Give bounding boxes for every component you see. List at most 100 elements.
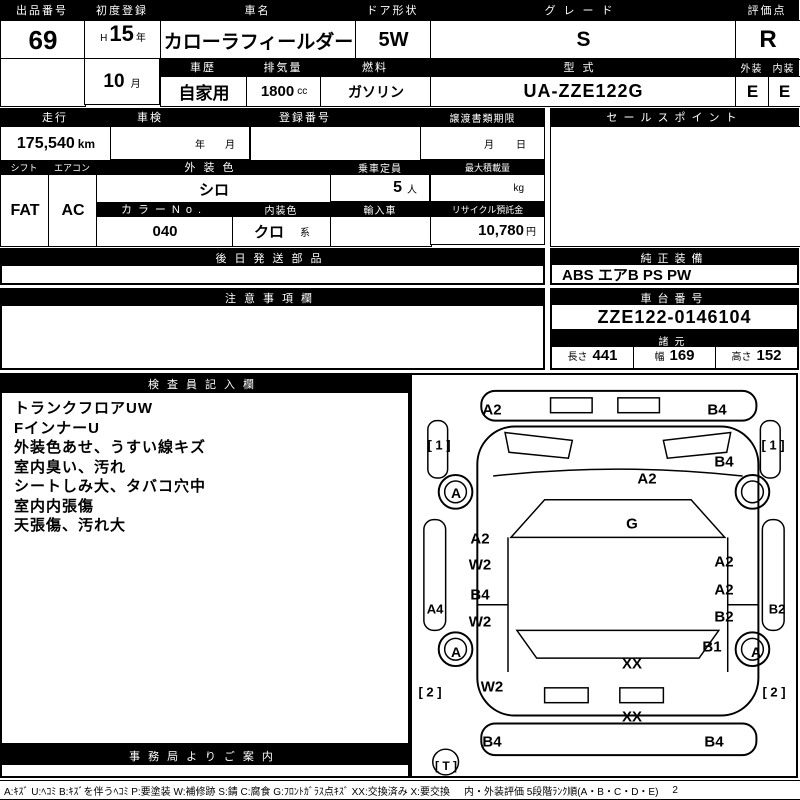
diagram-damage-label: XX [621,655,643,673]
displacement-value: 1800 [260,83,295,100]
diagram-damage-label: B4 [707,401,727,419]
lot-number-label: 出品番号 [0,0,84,20]
score-value: R [735,20,800,60]
inspector-label: 検査員記入欄 [2,375,408,393]
diagram-damage-label: [ 1 ] [761,437,785,453]
dimensions-label: 諸元 [552,333,797,348]
lot-number-value: 69 [0,20,86,60]
grade-label: グレード [430,0,735,20]
capacity-unit: 人 [407,184,417,196]
max-load-label: 最大積載量 [430,160,545,174]
diagram-damage-label: [ 2 ] [418,684,442,700]
height-value: 152 [756,347,782,364]
office-label: 事務局よりご案内 [2,747,408,765]
model-code-value: UA-ZZE122G [430,76,737,107]
diagram-damage-label: A [450,485,462,501]
diagram-damage-label: B4 [482,733,502,751]
score-label: 評価点 [735,0,799,20]
diagram-damage-label: B2 [714,608,734,626]
inspection-year-unit: 年 [195,139,205,151]
diagram-damage-label: W2 [468,556,492,574]
length-label: 長さ [567,352,588,363]
capacity-value: 5 [393,179,402,196]
model-code-label: 型式 [430,58,735,76]
diagram-damage-label: [ 2 ] [762,684,786,700]
inspection-month-unit: 月 [225,139,235,151]
transfer-deadline-label: 譲渡書類期限 [420,108,545,126]
width-value: 169 [669,347,695,364]
diagram-damage-label: B4 [714,453,734,471]
mileage-label: 走行 [0,108,110,126]
interior-grade-value: E [768,76,800,107]
displacement-label: 排気量 [246,58,320,76]
exterior-grade-value: E [735,76,770,107]
chassis-label: 車台番号 [552,290,797,305]
later-parts-box: 後日発送部品 [0,248,545,285]
diagram-damage-label: XX [621,708,643,726]
displacement-unit: cc [297,86,308,97]
first-registration-year-cell: H 15 年 [84,20,162,60]
legend-rank-note: 内・外装評価 5段階ﾗﾝｸ順(A・B・C・D・E) [463,786,659,798]
color-no-label: カラーNo. [96,202,232,216]
height-segment: 高さ 152 [715,343,797,368]
fuel-label: 燃料 [320,58,430,76]
shift-value: FAT [0,174,50,247]
inspector-note-line: トランクフロアUW [14,400,153,417]
inspection-cell: 年 月 [110,126,250,160]
car-name-label: 車名 [160,0,355,20]
interior-color-cell: クロ 系 [232,216,332,247]
first-registration-month-cell: 10 月 [84,58,160,105]
recycle-deposit-cell: 10,780 円 [430,216,545,245]
dimensions-box: 諸元 長さ 441 幅 169 高さ 152 [550,331,799,370]
aircon-label: エアコン [48,160,96,174]
transfer-day-unit: 日 [516,139,526,151]
office-box: 事務局よりご案内 [0,745,410,778]
month-unit: 月 [130,79,141,90]
diagram-damage-label: W2 [468,613,492,631]
car-name-value: カローラフィールダー [160,20,357,60]
transfer-deadline-cell: 月 日 [420,126,545,160]
diagram-damage-label: [ T ] [435,759,457,773]
recycle-deposit-unit: 円 [526,227,536,238]
recycle-deposit-label: リサイクル預託金 [430,202,545,216]
mileage-unit: km [77,137,96,151]
legend-bar: A:ｷｽﾞ U:ﾍｺﾐ B:ｷｽﾞを伴うﾍｺﾐ P:要塗装 W:補修跡 S:錆 … [0,780,800,800]
era-letter: H [100,33,108,44]
mileage-value: 175,540 [16,135,75,152]
diagram-damage-label: A2 [482,401,502,419]
recycle-deposit-value: 10,780 [478,222,524,239]
width-label: 幅 [654,352,665,363]
color-no-value: 040 [96,216,234,247]
inspection-label: 車検 [110,108,190,126]
capacity-label: 乗車定員 [330,160,430,175]
inspector-note-line: 外装色あせ、うすい線キズ [14,439,207,456]
diagram-damage-label: B1 [702,638,722,656]
car-outline-drawing [423,389,785,776]
max-load-cell: kg [430,174,545,202]
diagram-damage-label: A [450,644,462,660]
sales-point-area [550,126,800,247]
later-parts-label: 後日発送部品 [2,250,543,266]
lot-number-empty-cell [0,58,86,107]
import-car-cell [330,216,432,247]
legend-text: A:ｷｽﾞ U:ﾍｺﾐ B:ｷｽﾞを伴うﾍｺﾐ P:要塗装 W:補修跡 S:錆 … [4,786,450,798]
aircon-value: AC [48,174,98,247]
diagram-damage-label: A2 [637,470,657,488]
diagram-damage-label: A4 [426,601,444,617]
registration-number-label: 登録番号 [190,108,420,126]
shift-label: シフト [0,160,48,174]
diagram-damage-label: W2 [480,678,504,696]
door-shape-value: 5W [355,20,432,60]
interior-color-suffix: 系 [300,228,310,239]
chassis-value: ZZE122-0146104 [597,306,752,327]
history-value: 自家用 [160,76,248,107]
caution-box: 注意事項欄 [0,288,545,370]
registration-number-cell [250,126,422,162]
width-segment: 幅 169 [633,343,715,368]
diagram-damage-label: G [626,515,638,533]
diagram-damage-label: A2 [714,581,734,599]
inspector-note-line: 室内臭い、汚れ [14,458,127,476]
